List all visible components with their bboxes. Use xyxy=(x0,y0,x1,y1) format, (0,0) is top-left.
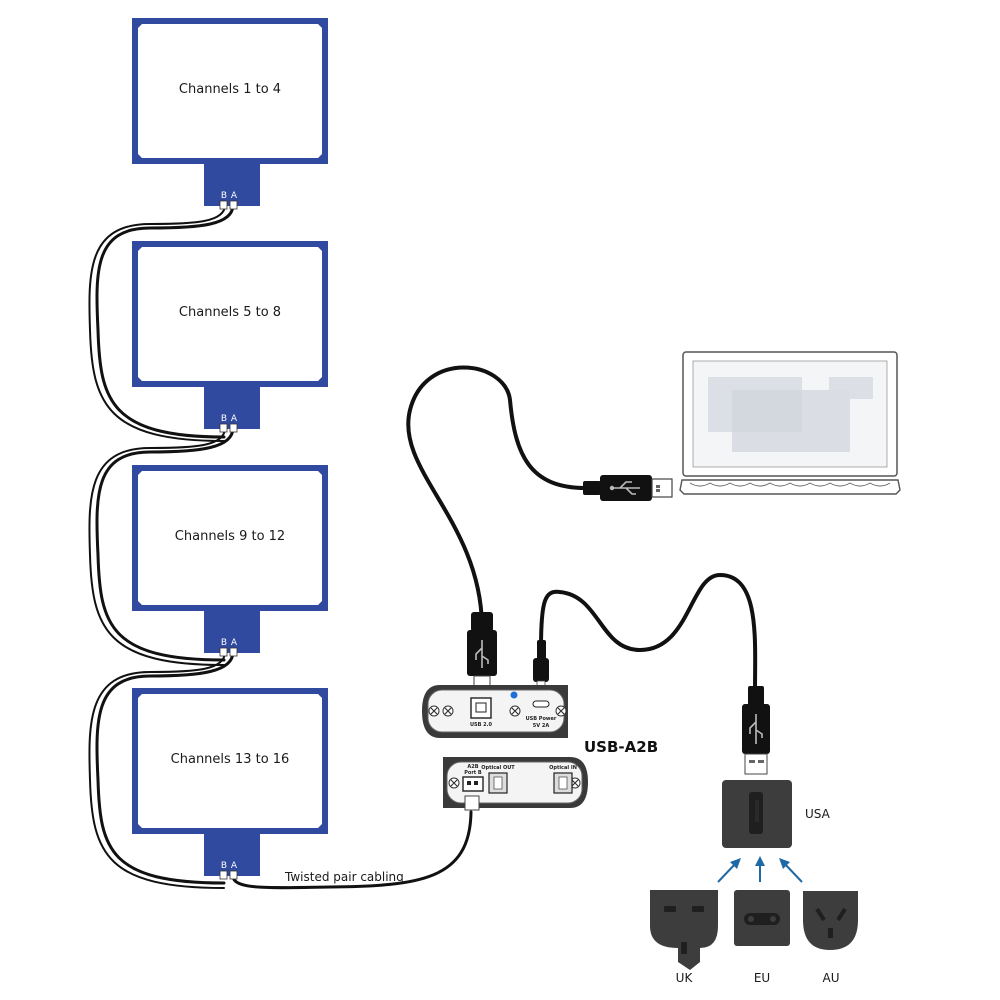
board-3: Channels 9 to 12 B A xyxy=(132,465,328,657)
a2b-plug xyxy=(464,795,480,811)
a2b-label-2: Port B xyxy=(464,770,482,776)
usb-cable-power xyxy=(539,572,758,692)
usa-label: USA xyxy=(805,807,831,821)
board-1-pin-a: A xyxy=(231,191,238,201)
board-3-connector-b xyxy=(219,647,228,657)
board-1-tab xyxy=(204,164,260,206)
laptop-keyboard-edge xyxy=(689,482,891,487)
board-4-connector-a xyxy=(229,870,238,880)
adapter-arrows xyxy=(717,856,803,883)
eu-label: EU xyxy=(754,971,770,985)
usb-cables xyxy=(406,365,758,692)
board-3-connector-a xyxy=(229,647,238,657)
board-2-pin-b: B xyxy=(221,414,227,424)
usb-cable-laptop xyxy=(406,365,587,627)
screw-icon xyxy=(509,705,521,717)
cable-board1-to-board2 xyxy=(95,203,235,439)
usb-icon xyxy=(749,714,763,744)
board-4-tab xyxy=(204,834,260,876)
usb-icon xyxy=(475,640,489,668)
usb-a-plug-laptop xyxy=(583,475,673,501)
board-3-label: Channels 9 to 12 xyxy=(175,529,285,544)
device-top: USB 2.0 USB Power 5V 2A xyxy=(422,612,568,738)
power-label-1: USB Power xyxy=(526,716,557,722)
board-1-label: Channels 1 to 4 xyxy=(179,82,281,97)
board-2-pin-a: A xyxy=(231,414,238,424)
usb-icon xyxy=(612,481,640,495)
board-2-label: Channels 5 to 8 xyxy=(179,305,281,320)
usb-c-port[interactable] xyxy=(532,700,550,708)
board-3-pin-a: A xyxy=(231,638,238,648)
laptop-window-2 xyxy=(732,390,850,452)
usb-c-plug xyxy=(533,640,549,690)
cable-board3-to-board4-inner xyxy=(88,651,226,889)
status-led xyxy=(510,691,518,699)
board-1: Channels 1 to 4 B A xyxy=(132,18,328,210)
device-bottom-faceplate xyxy=(446,761,583,804)
a2b-label-1: A2B xyxy=(467,764,478,770)
device-bottom: A2B Port B Optical OUT Optical IN xyxy=(443,757,588,811)
cable-board2-to-board3-inner xyxy=(88,427,226,666)
uk-adapter xyxy=(650,890,718,970)
twisted-pair-label: Twisted pair cabling xyxy=(284,870,404,884)
usb-port-label: USB 2.0 xyxy=(470,722,493,728)
laptop-base xyxy=(679,479,901,495)
optical-in-label: Optical IN xyxy=(549,765,577,771)
au-label: AU xyxy=(823,971,840,985)
board-4-pin-b: B xyxy=(221,861,227,871)
board-2-tab xyxy=(204,387,260,429)
board-4-connector-b xyxy=(219,870,228,880)
board-2: Channels 5 to 8 B A xyxy=(132,241,328,433)
cable-board2-to-board3 xyxy=(95,426,235,662)
usb-b-plug xyxy=(467,612,497,691)
usb-a-plug-power xyxy=(742,686,770,775)
device-name: USB-A2B xyxy=(584,738,658,756)
board-1-connector-a xyxy=(229,200,238,210)
laptop-window-3 xyxy=(829,377,873,399)
board-3-pin-b: B xyxy=(221,638,227,648)
usa-adapter xyxy=(722,780,792,848)
board-1-connector-b xyxy=(219,200,228,210)
screw-icon xyxy=(428,705,440,717)
board-3-panel xyxy=(138,471,322,605)
board-chain-cables xyxy=(88,203,473,890)
board-4: Channels 13 to 16 B A xyxy=(132,688,328,880)
board-4-panel xyxy=(138,694,322,828)
eu-adapter xyxy=(734,890,790,946)
board-1-panel xyxy=(138,24,322,158)
cable-board1-to-board2-inner xyxy=(88,204,226,442)
screw-icon xyxy=(442,705,454,717)
au-adapter xyxy=(803,891,858,950)
power-label-2: 5V 2A xyxy=(533,723,550,729)
twisted-pair-cable xyxy=(231,810,473,890)
uk-label: UK xyxy=(676,971,694,985)
board-2-panel xyxy=(138,247,322,381)
laptop xyxy=(679,351,901,495)
board-4-label: Channels 13 to 16 xyxy=(171,752,290,767)
a2b-port[interactable] xyxy=(462,776,484,792)
board-2-connector-b xyxy=(219,423,228,433)
board-1-pin-b: B xyxy=(221,191,227,201)
board-2-connector-a xyxy=(229,423,238,433)
board-3-tab xyxy=(204,611,260,653)
screw-icon xyxy=(555,705,567,717)
cable-board3-to-board4 xyxy=(95,650,235,885)
screw-icon xyxy=(448,777,460,789)
optical-out-label: Optical OUT xyxy=(481,765,515,771)
board-4-pin-a: A xyxy=(231,861,238,871)
